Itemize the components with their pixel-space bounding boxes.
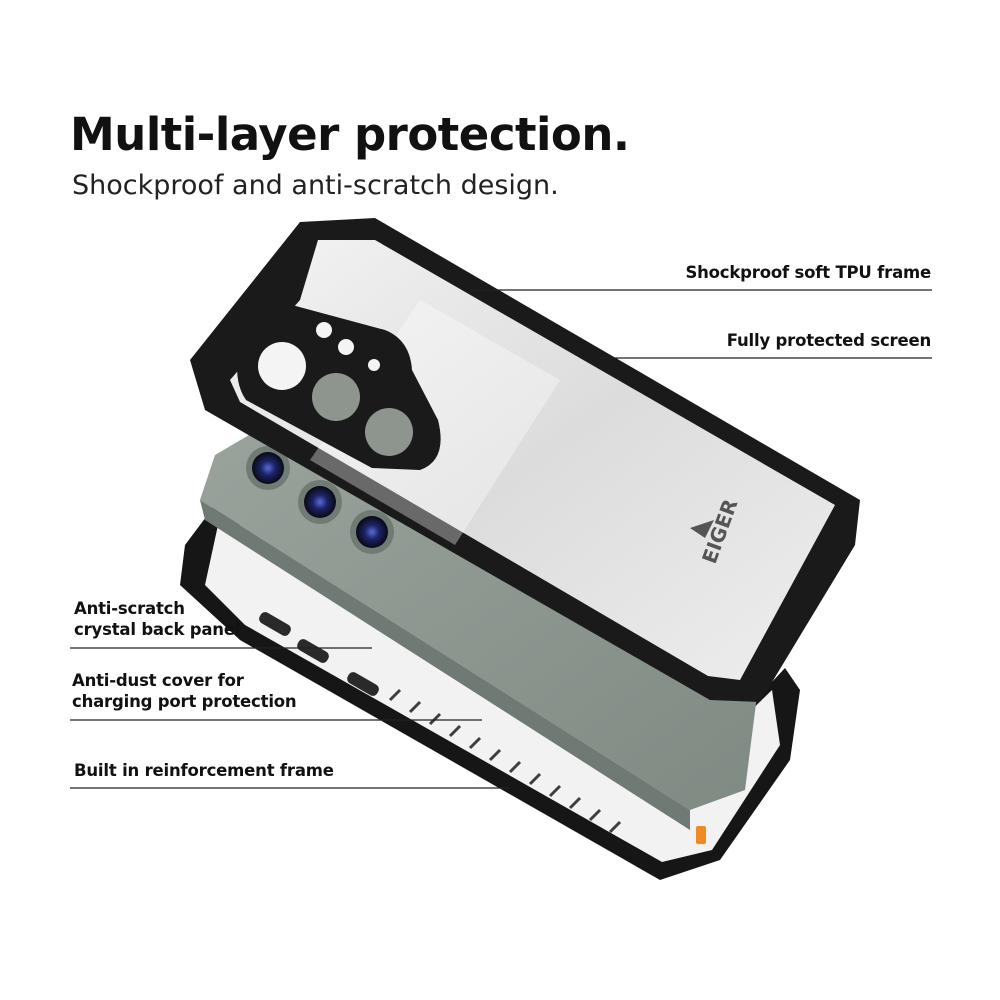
callout-back-panel: Anti-scratch crystal back panel — [74, 599, 241, 639]
page-title: Multi-layer protection. — [70, 108, 630, 161]
brand-logo-mark — [690, 520, 714, 538]
page-subtitle: Shockproof and anti-scratch design. — [72, 170, 559, 201]
callout-screen: Fully protected screen — [726, 331, 931, 350]
callout-tpu-frame: Shockproof soft TPU frame — [685, 263, 931, 282]
callout-dust-cover: Anti-dust cover for charging port protec… — [72, 671, 297, 711]
phone — [200, 405, 760, 830]
top-shell: EIGER — [190, 218, 860, 702]
charging-port-cover — [696, 826, 706, 844]
callout-reinforcement: Built in reinforcement frame — [74, 761, 334, 780]
